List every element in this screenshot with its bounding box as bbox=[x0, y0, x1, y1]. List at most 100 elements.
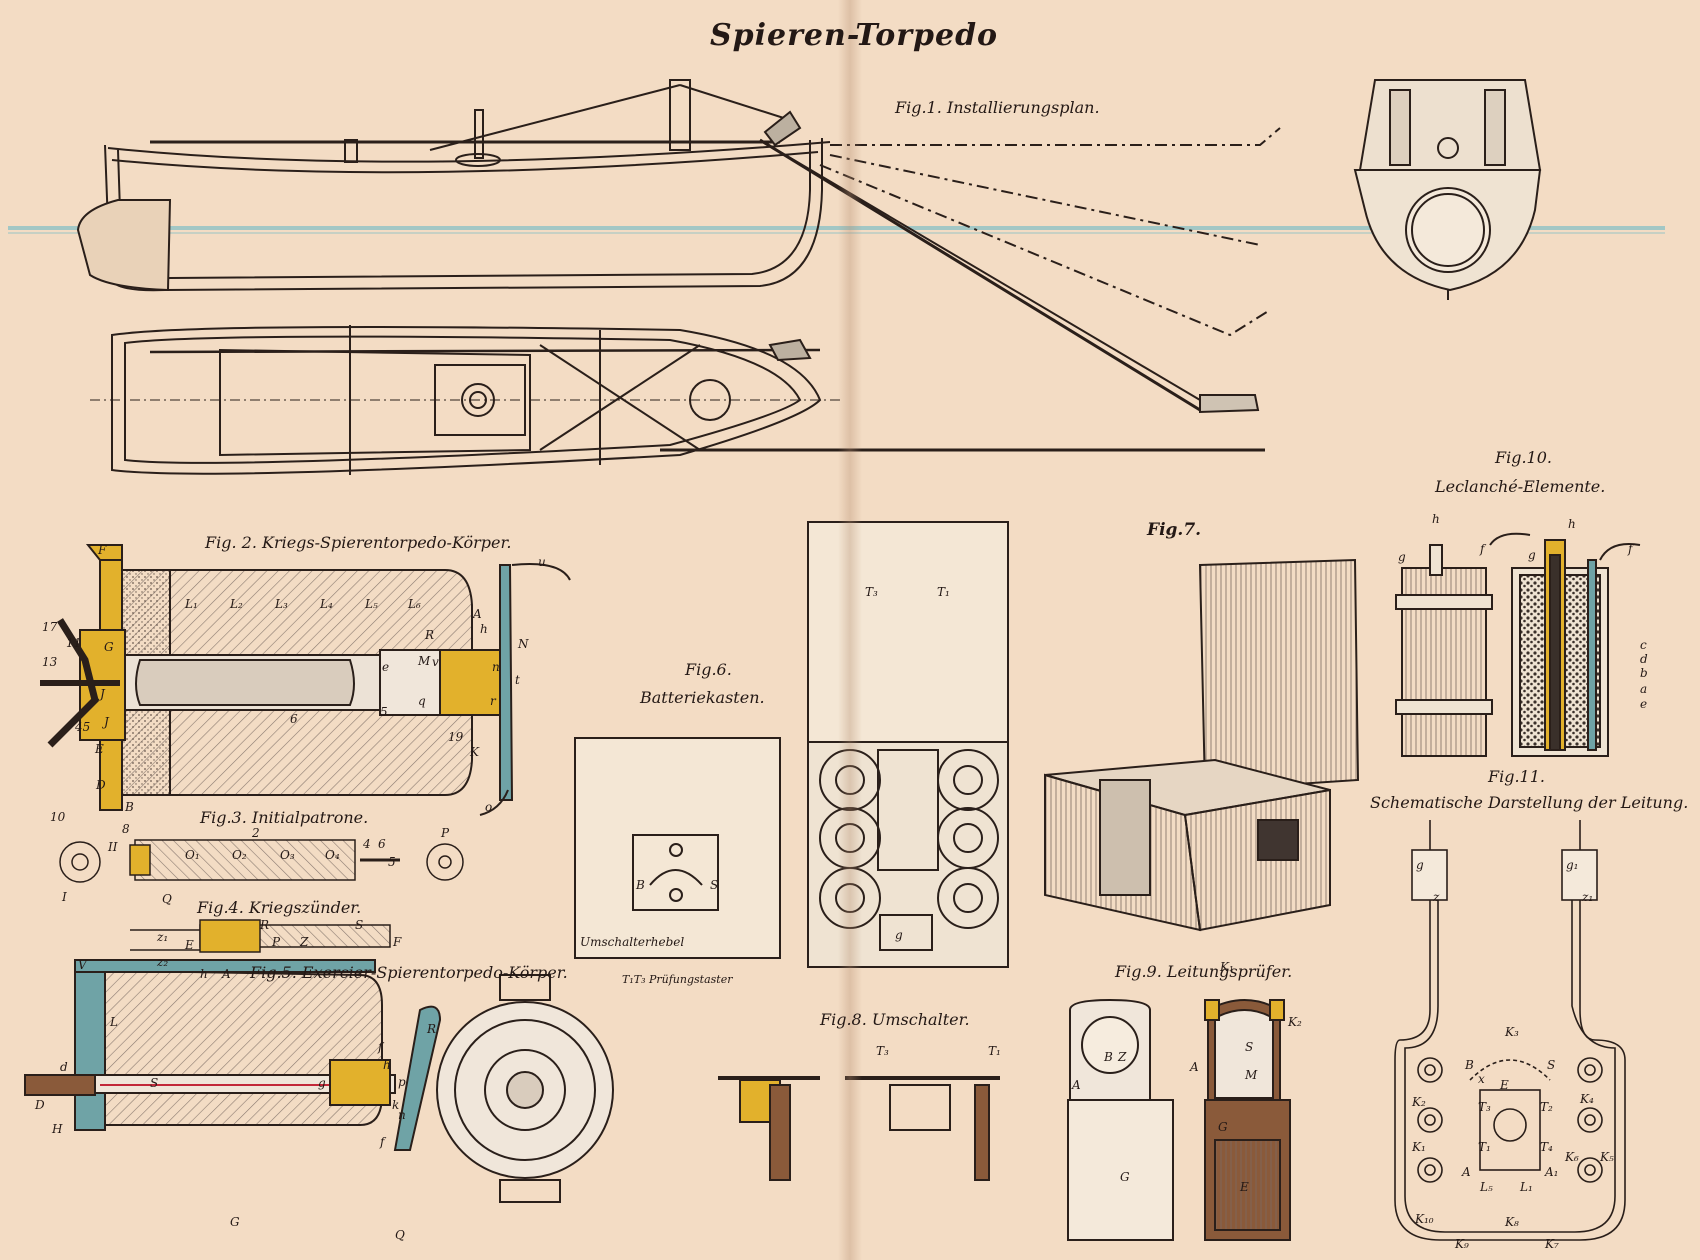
fig10-label: e bbox=[1640, 697, 1648, 711]
fig4-war-fuse bbox=[130, 919, 391, 953]
fig2-label: v bbox=[432, 655, 439, 669]
fig8-switch bbox=[718, 1076, 1000, 1181]
fig11-label: K₈ bbox=[1505, 1215, 1519, 1229]
fig11-label: K₃ bbox=[1505, 1025, 1519, 1039]
fig2-label: B bbox=[125, 800, 134, 814]
fig10-label: a bbox=[1640, 682, 1648, 696]
fig6-label: Umschalterhebel bbox=[580, 935, 685, 949]
fig3-label: O₂ bbox=[232, 848, 247, 862]
fig11-wiring-schematic bbox=[1394, 820, 1626, 1241]
fig3-label: 8 bbox=[122, 822, 130, 836]
fig2-label: 5 bbox=[380, 705, 388, 719]
fig9-line-tester bbox=[1067, 998, 1291, 1241]
fig2-label: 45 bbox=[75, 720, 91, 734]
fig11-label: z₁ bbox=[1582, 890, 1594, 904]
fig11-label: z bbox=[1433, 890, 1440, 904]
fig11-label: T₄ bbox=[1540, 1140, 1553, 1154]
fig3-label: Q bbox=[162, 892, 172, 906]
fig11-label: K₅ bbox=[1600, 1150, 1614, 1164]
fig2-label: G bbox=[104, 640, 114, 654]
fig11-label: K₆ bbox=[1565, 1150, 1579, 1164]
fig6-battery-box bbox=[574, 521, 1009, 968]
fig6-label: g bbox=[895, 928, 903, 942]
fig5-label: D bbox=[35, 1098, 45, 1112]
fig2-label: e bbox=[382, 660, 390, 674]
fig3-label: O₃ bbox=[280, 848, 295, 862]
fig6-note: T₁T₃ Prüfungstaster bbox=[622, 973, 733, 986]
fig3-label: 10 bbox=[50, 810, 66, 824]
center-fold bbox=[838, 0, 862, 1260]
fig4-label: h bbox=[200, 967, 208, 981]
fig3-label: 4 bbox=[363, 837, 371, 851]
fig5-caption: Fig.5. Exercier-Spierentorpedo-Körper. bbox=[250, 963, 568, 982]
fig5-label: f bbox=[380, 1135, 385, 1149]
fig11-label: S bbox=[1547, 1058, 1556, 1072]
fig5-exercise-torpedo bbox=[24, 959, 442, 1151]
fig7-battery-chest bbox=[1044, 558, 1360, 932]
fig11-label: K₂ bbox=[1412, 1095, 1426, 1109]
fig9-label: S bbox=[1245, 1040, 1254, 1054]
fig9-label: A bbox=[1072, 1078, 1081, 1092]
fig3-label: O₁ bbox=[185, 848, 200, 862]
fig5-label: g bbox=[318, 1076, 326, 1090]
fig5-label: f bbox=[378, 1040, 383, 1054]
fig10-label: g bbox=[1398, 550, 1406, 564]
fig9-label: M bbox=[1245, 1068, 1258, 1082]
fig2-label: 6 bbox=[290, 712, 298, 726]
fig10-leclanche-cells bbox=[1395, 532, 1641, 757]
fig2-label: A bbox=[473, 607, 482, 621]
fig3-label: 5 bbox=[388, 855, 396, 869]
fig9-label: A bbox=[1190, 1060, 1199, 1074]
fig11-label: A₁ bbox=[1545, 1165, 1559, 1179]
fig3-label: O₄ bbox=[325, 848, 340, 862]
fig10-caption-line2: Leclanché-Elemente. bbox=[1435, 477, 1606, 496]
fig2-label: D bbox=[96, 778, 106, 792]
fig2-label: h bbox=[480, 622, 488, 636]
fig5-end-plate bbox=[436, 974, 614, 1203]
fig2-label: F bbox=[98, 543, 107, 557]
fig11-label: B bbox=[1465, 1058, 1474, 1072]
fig2-label: N bbox=[518, 637, 529, 651]
fig10-label: f bbox=[1628, 542, 1633, 556]
fig2-label: r bbox=[490, 694, 496, 708]
fig5-label: L bbox=[110, 1015, 118, 1029]
fig9-label: K₁ bbox=[1220, 960, 1234, 974]
fig2-label: E bbox=[95, 742, 104, 756]
fig11-label: x bbox=[1478, 1072, 1485, 1086]
fig2-label: u bbox=[538, 555, 546, 569]
fig4-label: F bbox=[393, 935, 402, 949]
fig5-label: k bbox=[392, 1098, 400, 1112]
fig5-label: h bbox=[383, 1058, 391, 1072]
fig2-label: 13 bbox=[42, 655, 58, 669]
fig2-label: q bbox=[418, 694, 426, 708]
fig10-label: f bbox=[1480, 542, 1485, 556]
fig11-label: K₄ bbox=[1580, 1092, 1594, 1106]
fig11-label: L₅ bbox=[1480, 1180, 1493, 1194]
fig4-caption: Fig.4. Kriegszünder. bbox=[197, 898, 362, 917]
fig3-label: II bbox=[108, 840, 118, 854]
fig5-label: d bbox=[60, 1060, 68, 1074]
fig6-caption-line2: Batteriekasten. bbox=[640, 688, 765, 707]
fig10-label: g bbox=[1528, 548, 1536, 562]
fig2-label: M bbox=[418, 654, 431, 668]
fig2-caption: Fig. 2. Kriegs-Spierentorpedo-Körper. bbox=[205, 533, 512, 552]
fig5-label: Q bbox=[395, 1228, 405, 1242]
fig3-label: 6 bbox=[378, 837, 386, 851]
fig2-label: L₃ bbox=[275, 597, 288, 611]
fig10-caption-line1: Fig.10. bbox=[1495, 448, 1552, 467]
fig11-label: K₁₀ bbox=[1415, 1212, 1434, 1226]
fig11-label: T₁ bbox=[1478, 1140, 1491, 1154]
fig4-label: R bbox=[260, 918, 270, 932]
fig2-label: o bbox=[485, 800, 493, 814]
fig2-label: J bbox=[104, 715, 109, 729]
fig4-label: E bbox=[185, 938, 194, 952]
fig2-label: 11 bbox=[66, 636, 82, 650]
fig3-label: P bbox=[441, 826, 450, 840]
fig6-label: T₁ bbox=[937, 585, 950, 599]
fig2-label: L₆ bbox=[408, 597, 421, 611]
fig5-label: R bbox=[427, 1022, 437, 1036]
fig5-label: n bbox=[398, 1108, 406, 1122]
fig11-label: K₉ bbox=[1455, 1237, 1469, 1251]
fig2-label: 17 bbox=[42, 620, 58, 634]
